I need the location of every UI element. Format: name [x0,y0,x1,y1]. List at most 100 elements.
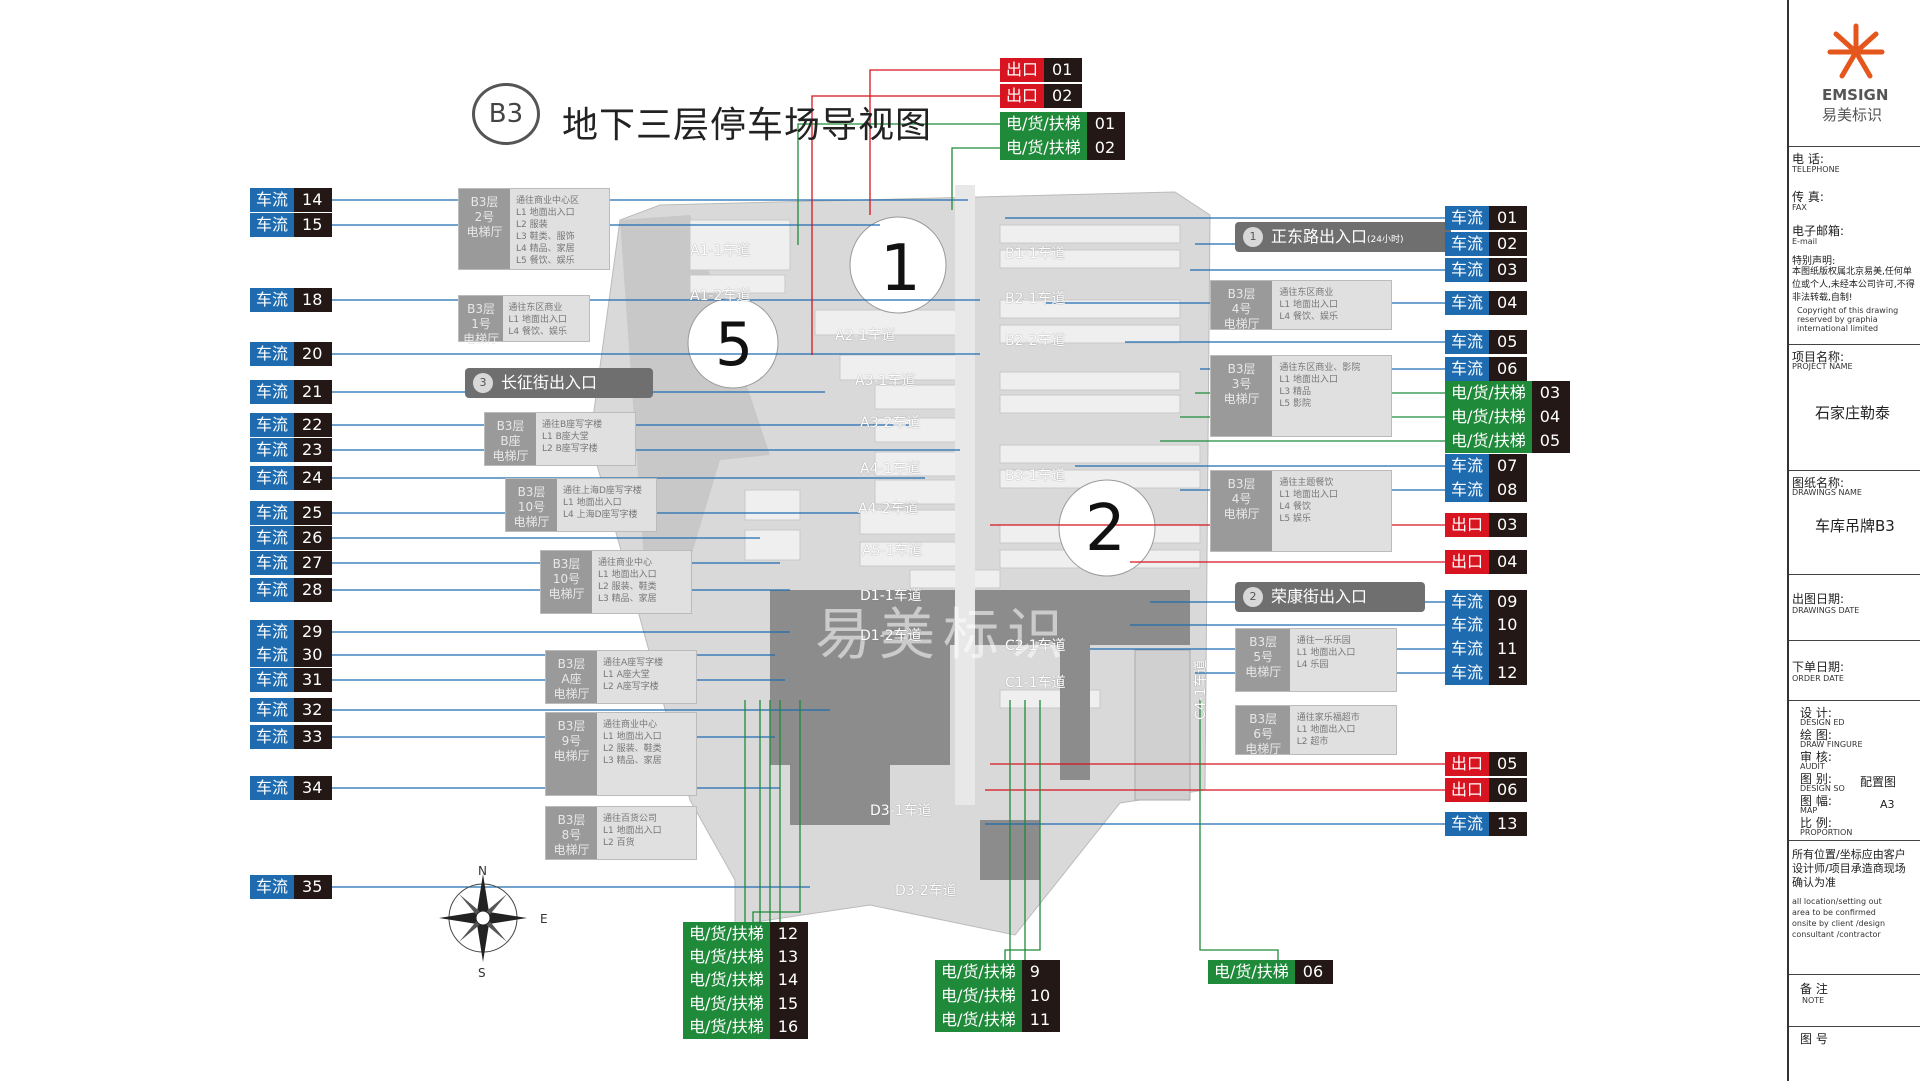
label-number: 32 [294,698,333,722]
label-kind: 车流 [1445,613,1490,637]
elevator-type: 电梯厅 [463,332,500,346]
lane-label: A4-2车道 [858,501,919,517]
drawing-label: 图纸名称: [1792,476,1845,490]
west-wing [620,215,770,575]
label-number: 24 [294,466,333,490]
label-kind: 车流 [250,668,295,692]
label-kind: 车流 [250,776,295,800]
lane-label: B2-1车道 [1005,291,1066,307]
label-kind: 车流 [250,620,295,644]
label-kind: 电/货/扶梯 [1445,405,1532,429]
brand-logo-icon [1827,23,1885,79]
label-kind: 电/货/扶梯 [1445,381,1532,405]
compass-rose [439,874,527,962]
confirm-cn: 所有位置/坐标应由客户设计师/项目承造商现场确认为准 [1792,848,1906,889]
entrance-zhengdong[interactable]: 1 正东路出入口(24小时) [1235,222,1451,252]
label-number: 22 [294,413,333,437]
lane-label: A5-1车道 [862,543,923,559]
statement-en: Copyright of this drawing reserved by gr… [1797,306,1899,333]
label-kind: 车流 [250,213,295,237]
label-kind: 电/货/扶梯 [935,984,1022,1008]
label-number: 06 [1489,357,1528,381]
label-kind: 车流 [250,413,295,437]
audit-label-en: AUDIT [1800,762,1825,771]
order-label-en: ORDER DATE [1792,674,1844,683]
elevator-floor: B3层 [496,419,525,433]
label-kind: 车流 [250,288,295,312]
entrance-changzheng[interactable]: 3 长征街出入口 [465,368,653,398]
elevator-floor-directory: 通往东区商业 L1 地面出入口 L4 餐饮、娱乐 [508,303,567,337]
elevator-type: 电梯厅 [492,449,529,463]
elevator-type: 电梯厅 [1223,392,1260,406]
divider [1789,640,1920,641]
entrance-rongkang[interactable]: 2 荣康街出入口 [1235,582,1425,612]
